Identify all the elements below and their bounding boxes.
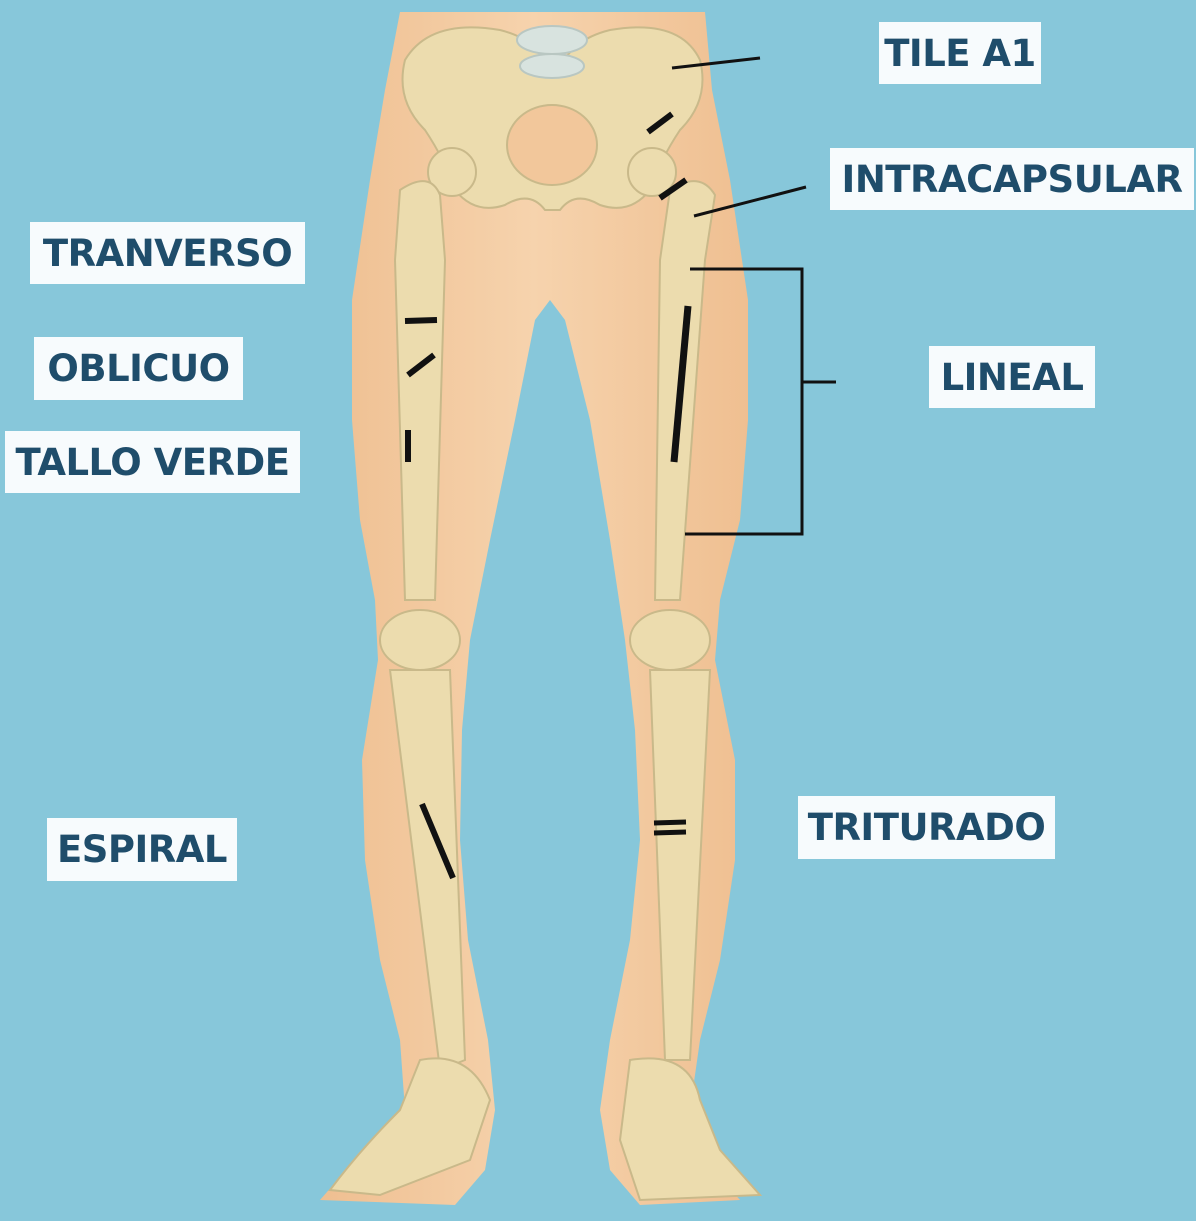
label-lineal: LINEAL xyxy=(929,346,1095,408)
label-oblicuo: OBLICUO xyxy=(34,337,243,400)
fracture-mark-comminuted-2 xyxy=(654,832,686,833)
femur-left xyxy=(395,181,445,600)
fracture-mark-transverse xyxy=(405,320,437,321)
label-intracapsular: INTRACAPSULAR xyxy=(830,148,1194,210)
label-tranverso: TRANVERSO xyxy=(30,222,305,284)
pelvis xyxy=(403,26,703,210)
label-tallo-verde: TALLO VERDE xyxy=(5,431,300,493)
label-espiral: ESPIRAL xyxy=(47,818,237,881)
label-tile-a1: TILE A1 xyxy=(879,22,1041,84)
fracture-mark-comminuted-1 xyxy=(654,822,686,823)
label-triturado: TRITURADO xyxy=(798,796,1055,859)
